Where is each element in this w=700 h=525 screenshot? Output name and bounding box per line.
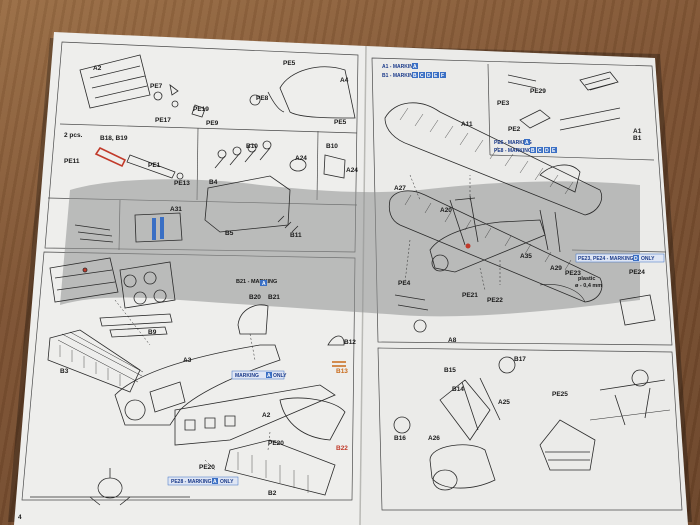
label-b9: B9 — [148, 329, 157, 336]
label-pe5-b: PE5 — [334, 119, 347, 126]
left-marking-banners: MARKING A ONLY A PE28 - MARKING A ONLY — [167, 280, 287, 486]
label-b10: B10 — [246, 143, 258, 150]
label-pe22: PE22 — [487, 297, 503, 304]
right-page-labels: A11 PE3 PE2 PE29 A1 B1 A27 A20 A35 A29 P… — [394, 88, 645, 442]
left-page-drawings — [30, 54, 356, 506]
pe8-box-d: D — [545, 148, 549, 154]
label-a4: A4 — [340, 77, 349, 84]
left-page-labels: A2 PE5 PE7 PE17 PE19 PE8 PE9 A4 PE5 2 pc… — [18, 60, 358, 521]
b1-box-c: C — [420, 73, 424, 79]
label-a24-b: A24 — [346, 167, 358, 174]
marking-box-a-b21: A — [262, 281, 266, 287]
label-pe21: PE21 — [462, 292, 478, 299]
label-pe13: PE13 — [174, 180, 190, 187]
label-pe3: PE3 — [497, 100, 510, 107]
label-a20: A20 — [440, 207, 452, 214]
label-pe8: PE8 — [256, 95, 269, 102]
label-pe17: PE17 — [155, 117, 171, 124]
label-b17: B17 — [514, 356, 526, 363]
label-a26: A26 — [428, 435, 440, 442]
label-b1: B1 — [633, 135, 642, 142]
pe8-box-b: B — [531, 148, 535, 154]
label-b18-b19: B18, B19 — [100, 135, 128, 142]
note-b1-marking: B1 - MARKING — [382, 73, 417, 79]
label-pe19: PE19 — [193, 106, 209, 113]
pe8-box-c: C — [538, 148, 542, 154]
label-b13: B13 — [336, 368, 348, 375]
note-pe6-marking: PE6 - MARKING — [494, 140, 532, 146]
label-pe23: PE23 — [565, 270, 581, 277]
label-pe11: PE11 — [64, 158, 80, 165]
label-pe4: PE4 — [398, 280, 411, 287]
label-b10-b: B10 — [326, 143, 338, 150]
pe8-box-e: E — [552, 148, 556, 154]
note-thickness: ø - 0,4 mm — [575, 283, 602, 289]
b1-box-e: E — [434, 73, 438, 79]
b1-box-b: B — [413, 73, 417, 79]
label-b14: B14 — [452, 386, 464, 393]
label-pe20: PE20 — [268, 440, 284, 447]
note-only-2: ONLY — [220, 479, 234, 485]
note-pe28-marking: PE28 - MARKING — [171, 479, 212, 485]
note-marking-a-only: MARKING — [235, 373, 259, 379]
marking-box-a-pe28: A — [213, 479, 217, 485]
note-b21-marking: B21 - MARKING — [236, 279, 277, 285]
label-a8: A8 — [448, 337, 457, 344]
label-b5: B5 — [225, 230, 234, 237]
label-pe25: PE25 — [552, 391, 568, 398]
label-pe1: PE1 — [148, 162, 161, 169]
label-a35: A35 — [520, 253, 532, 260]
label-b16: B16 — [394, 435, 406, 442]
label-a3: A3 — [183, 357, 192, 364]
note-pe23-pe24-marking: PE23, PE24 - MARKING — [578, 256, 634, 262]
label-pe7: PE7 — [150, 83, 163, 90]
label-a1: A1 — [633, 128, 642, 135]
label-pe29: PE29 — [530, 88, 546, 95]
label-b12: B12 — [344, 339, 356, 346]
label-a31: A31 — [170, 206, 182, 213]
hand-shadow — [60, 179, 640, 317]
label-b11: B11 — [290, 232, 302, 239]
label-a2: A2 — [262, 412, 271, 419]
note-a1-marking: A1 - MARKING — [382, 64, 417, 70]
label-pe2: PE2 — [508, 126, 521, 133]
b1-box-f: F — [441, 73, 444, 79]
label-pe20-b: PE20 — [199, 464, 215, 471]
note-two-pcs: 2 pcs. — [64, 132, 83, 139]
right-marking-banners: A1 - MARKING A B1 - MARKING B C D E F PE… — [382, 63, 665, 263]
a1-box-a: A — [413, 64, 417, 70]
right-page-drawings — [384, 71, 671, 491]
note-plastic: plastic — [578, 276, 595, 282]
left-page-number: 4 — [18, 514, 22, 521]
label-b15: B15 — [444, 367, 456, 374]
label-pe24: PE24 — [629, 269, 645, 276]
label-b3: B3 — [60, 368, 69, 375]
note-only-1: ONLY — [273, 373, 287, 379]
note-only-right: ONLY — [641, 256, 655, 262]
label-b4: B4 — [209, 179, 218, 186]
pe6-box-a: A — [525, 140, 529, 146]
label-a29: A29 — [550, 265, 562, 272]
b1-box-d: D — [427, 73, 431, 79]
label-b22: B22 — [336, 445, 348, 452]
label-a27: A27 — [394, 185, 406, 192]
note-pe8-marking: PE8 - MARKING — [494, 148, 532, 154]
label-b2: B2 — [268, 490, 277, 497]
marking-box-a: A — [267, 373, 271, 379]
pe23-box-d: D — [634, 256, 638, 262]
label-a24: A24 — [295, 155, 307, 162]
label-pe9: PE9 — [206, 120, 219, 127]
label-a11: A11 — [461, 121, 473, 128]
label-pe5: PE5 — [283, 60, 296, 67]
label-a25: A25 — [498, 399, 510, 406]
label-b21: B21 — [268, 294, 280, 301]
label-a2-top: A2 — [93, 65, 102, 72]
label-b20: B20 — [249, 294, 261, 301]
